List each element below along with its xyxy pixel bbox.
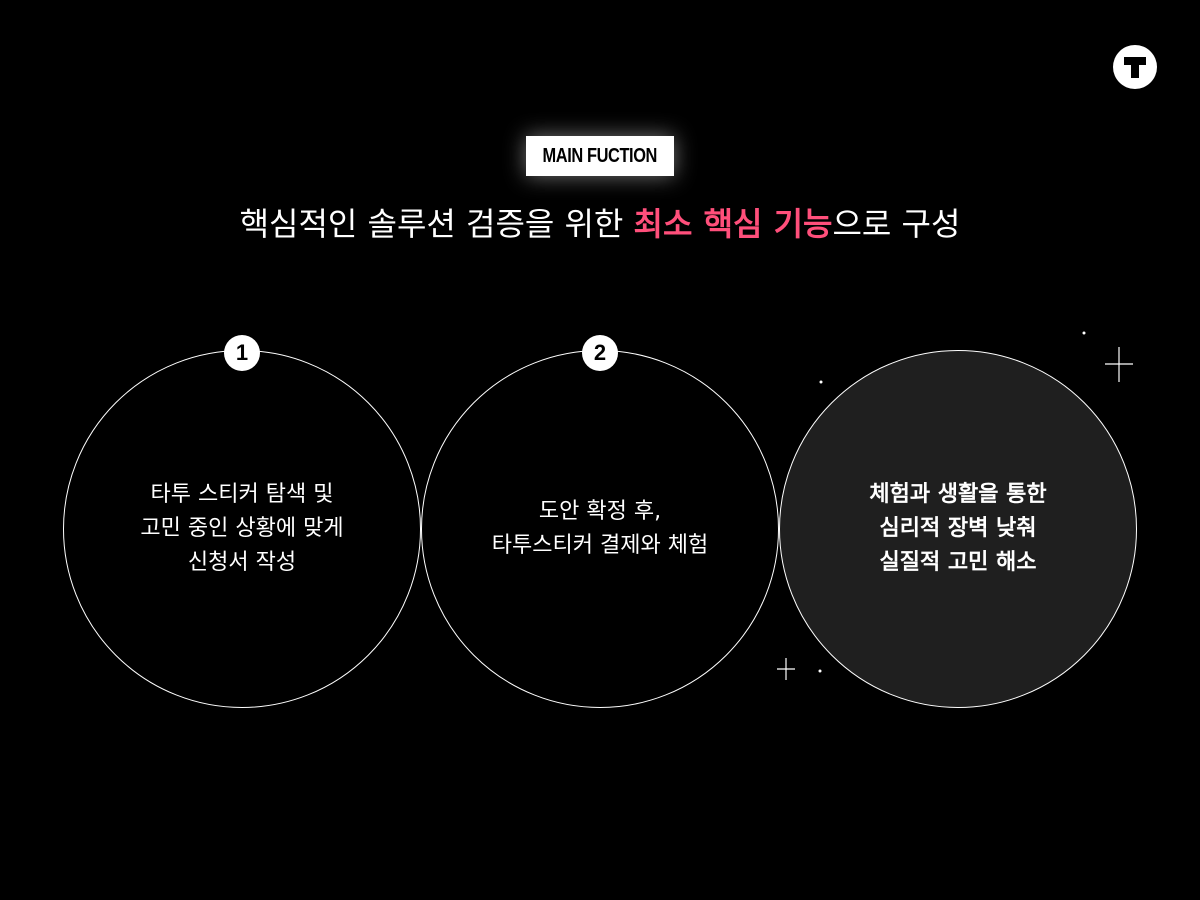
section-badge-label: MAIN FUCTION: [542, 144, 658, 167]
step-3-line: 체험과 생활을 통한: [869, 482, 1047, 507]
section-badge: MAIN FUCTION: [526, 136, 674, 176]
step-circle-3: 체험과 생활을 통한 심리적 장벽 낮춰 실질적 고민 해소: [779, 350, 1137, 708]
sparkle-dot-icon: [819, 380, 823, 384]
step-circle-2: 도안 확정 후, 타투스티커 결제와 체험: [421, 350, 779, 708]
step-1-text: 타투 스티커 탐색 및 고민 중인 상황에 맞게 신청서 작성: [140, 478, 343, 580]
headline-text-end: 으로 구성: [832, 205, 961, 243]
headline-text-start: 핵심적인 솔루션 검증을 위한: [239, 205, 634, 243]
sparkle-icon: [777, 658, 795, 680]
step-2-line: 도안 확정 후,: [538, 499, 662, 524]
step-2-text: 도안 확정 후, 타투스티커 결제와 체험: [492, 495, 708, 563]
step-3-line: 실질적 고민 해소: [879, 550, 1037, 575]
sparkle-dot-icon: [818, 669, 822, 673]
step-circle-1: 타투 스티커 탐색 및 고민 중인 상황에 맞게 신청서 작성: [63, 350, 421, 708]
step-3-text: 체험과 생활을 통한 심리적 장벽 낮춰 실질적 고민 해소: [869, 478, 1046, 580]
step-number-badge-2: 2: [582, 335, 618, 371]
step-1-line: 신청서 작성: [187, 550, 297, 575]
headline: 핵심적인 솔루션 검증을 위한 최소 핵심 기능으로 구성: [0, 200, 1200, 248]
step-3-line: 심리적 장벽 낮춰: [879, 516, 1037, 541]
headline-highlight: 최소 핵심 기능: [633, 205, 833, 243]
step-number-badge-1: 1: [224, 335, 260, 371]
step-1-line: 타투 스티커 탐색 및: [150, 482, 334, 507]
step-1-line: 고민 중인 상황에 맞게: [140, 516, 344, 541]
brand-logo-icon: [1113, 45, 1157, 89]
step-2-line: 타투스티커 결제와 체험: [491, 533, 709, 558]
sparkle-dot-icon: [1082, 331, 1086, 335]
sparkle-icon: [1105, 347, 1133, 382]
